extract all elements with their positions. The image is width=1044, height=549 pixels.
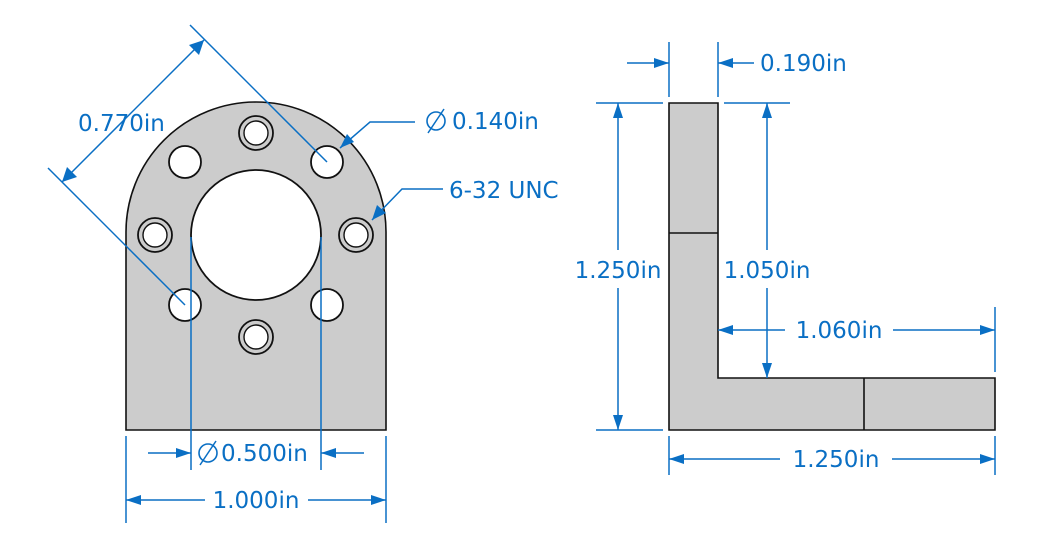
dimension-flange-width: 1.000in bbox=[125, 436, 387, 523]
dimension-base-length: 1.250in bbox=[668, 436, 996, 475]
dimension-label-inner-height: 1.050in bbox=[724, 258, 811, 284]
thread-callout: 6-32 UNC bbox=[371, 178, 559, 221]
dimension-bore-diameter: 0.500in bbox=[148, 237, 364, 470]
center-bore bbox=[190, 169, 322, 301]
clearance-hole bbox=[310, 288, 344, 322]
dimension-label-flange-height: 1.250in bbox=[575, 258, 662, 284]
dimension-label-bore-diameter: 0.500in bbox=[221, 441, 308, 467]
dimension-label-hole-pattern: 0.770in bbox=[78, 111, 165, 137]
dimension-inner-height: 1.050in bbox=[724, 102, 811, 378]
dimension-label-hole-diameter: 0.140in bbox=[452, 109, 539, 135]
dimension-flange-height: 1.250in bbox=[575, 102, 663, 431]
threaded-hole bbox=[137, 217, 173, 253]
front-view bbox=[125, 101, 387, 431]
dimension-hole-pattern: 0.770in bbox=[47, 24, 328, 306]
dimension-label-flange-width: 1.000in bbox=[213, 488, 300, 514]
clearance-hole bbox=[168, 145, 202, 179]
dimension-inner-length: 1.060in bbox=[718, 307, 996, 372]
side-view-body bbox=[668, 102, 996, 431]
dimension-label-inner-length: 1.060in bbox=[796, 318, 883, 344]
threaded-hole bbox=[238, 319, 274, 355]
threaded-hole bbox=[338, 217, 374, 253]
side-view bbox=[668, 102, 996, 431]
thread-callout-label: 6-32 UNC bbox=[449, 178, 559, 204]
dimension-label-base-length: 1.250in bbox=[793, 447, 880, 473]
dimension-thickness: 0.190in bbox=[627, 42, 847, 97]
dimension-label-thickness: 0.190in bbox=[760, 51, 847, 77]
threaded-hole bbox=[238, 115, 274, 151]
dimension-hole-diameter: 0.140in bbox=[339, 108, 539, 149]
